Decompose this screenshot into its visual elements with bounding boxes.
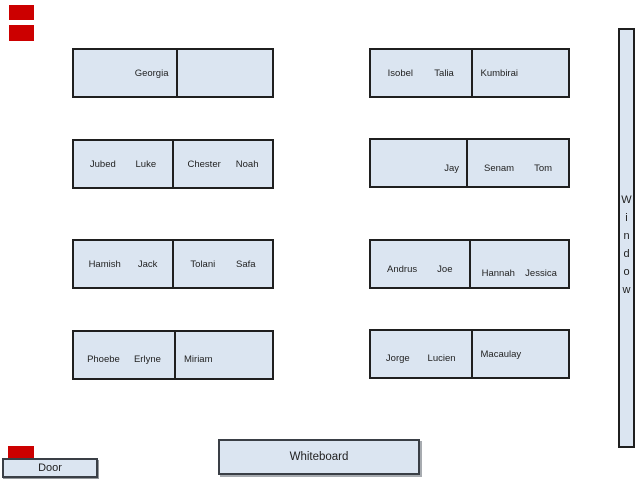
desk-right-row-4: Jorge Lucien Macaulay <box>369 329 570 379</box>
student-name: Macaulay <box>480 348 522 360</box>
student-name: Noah <box>235 158 259 170</box>
student-name: Tolani <box>190 258 216 270</box>
whiteboard: Whiteboard <box>218 439 420 475</box>
window-letter: i <box>625 212 628 224</box>
seat-left: Phoebe Erlyne <box>74 332 174 378</box>
student-name: Isobel <box>387 67 413 79</box>
seat-left: Jubed Luke <box>74 141 172 187</box>
seat-right: Macaulay <box>470 331 569 377</box>
whiteboard-label: Whiteboard <box>289 451 349 463</box>
student-name: Hamish <box>88 258 121 270</box>
red-marker-top-1 <box>9 5 34 20</box>
student-name: Jessica <box>525 267 557 279</box>
desk-left-row-2: Jubed Luke Chester Noah <box>72 139 274 189</box>
door-label: Door <box>38 462 62 474</box>
student-name: Talia <box>434 67 454 79</box>
desk-left-row-3: Hamish Jack Tolani Safa <box>72 239 274 289</box>
student-name: Senam <box>483 162 515 174</box>
student-name: Jubed <box>89 158 116 170</box>
student-name: Chester <box>187 158 221 170</box>
window-letter: o <box>623 266 630 278</box>
seat-left: Isobel Talia <box>371 50 471 96</box>
seat-left: Andrus Joe <box>371 241 469 287</box>
seat-left: Jorge Lucien <box>371 331 471 377</box>
student-name: Georgia <box>134 67 169 79</box>
student-name: Erlyne <box>133 353 161 365</box>
student-name: Safa <box>236 258 256 270</box>
window-letter: W <box>621 194 632 206</box>
red-marker-top-2 <box>9 25 34 41</box>
seat-right: Hannah Jessica <box>468 241 569 287</box>
desk-right-row-2: Jay Senam Tom <box>369 138 570 188</box>
desk-right-row-1: Isobel Talia Kumbirai <box>369 48 570 98</box>
student-name: Lucien <box>427 352 456 364</box>
window-letter: n <box>623 230 630 242</box>
seat-right: Chester Noah <box>172 141 272 187</box>
seat-right: Kumbirai <box>470 50 569 96</box>
student-name: Tom <box>534 162 553 174</box>
student-name: Jack <box>137 258 158 270</box>
seat-left: Georgia <box>74 50 176 96</box>
student-name: Joe <box>437 263 453 275</box>
door: Door <box>2 458 98 478</box>
student-name: Luke <box>135 158 157 170</box>
student-name: Jay <box>444 162 459 174</box>
seat-left: Hamish Jack <box>74 241 172 287</box>
desk-left-row-1: Georgia <box>72 48 274 98</box>
seat-right: Miriam <box>174 332 272 378</box>
desk-right-row-3: Andrus Joe Hannah Jessica <box>369 239 570 289</box>
desk-left-row-4: Phoebe Erlyne Miriam <box>72 330 274 380</box>
window-letter: d <box>623 248 630 260</box>
student-name: Hannah <box>481 267 515 279</box>
student-name: Phoebe <box>87 353 120 365</box>
seat-right: Tolani Safa <box>172 241 272 287</box>
student-name: Andrus <box>387 263 418 275</box>
student-name: Kumbirai <box>480 67 519 79</box>
student-name: Miriam <box>184 353 213 365</box>
student-name: Jorge <box>385 352 410 364</box>
seat-right: Senam Tom <box>466 140 568 186</box>
seat-left: Jay <box>371 140 466 186</box>
window-letter: w <box>622 284 631 296</box>
seat-right <box>175 50 273 96</box>
